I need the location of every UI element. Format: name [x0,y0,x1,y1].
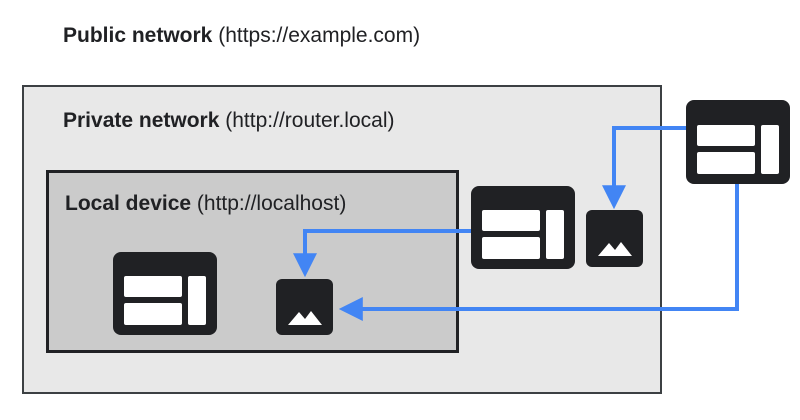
private-network-label: Private network (http://router.local) [63,110,395,131]
public-webpage-icon [686,100,790,184]
public-network-label: Public network (https://example.com) [63,25,420,46]
local-device-name: Local device [65,192,192,215]
public-network-url: (https://example.com) [218,24,421,47]
public-network-name: Public network [63,24,213,47]
private-network-url: (http://router.local) [225,109,395,132]
local-device-label: Local device (http://localhost) [65,193,346,214]
private-network-name: Private network [63,109,220,132]
local-device-url: (http://localhost) [196,192,347,215]
